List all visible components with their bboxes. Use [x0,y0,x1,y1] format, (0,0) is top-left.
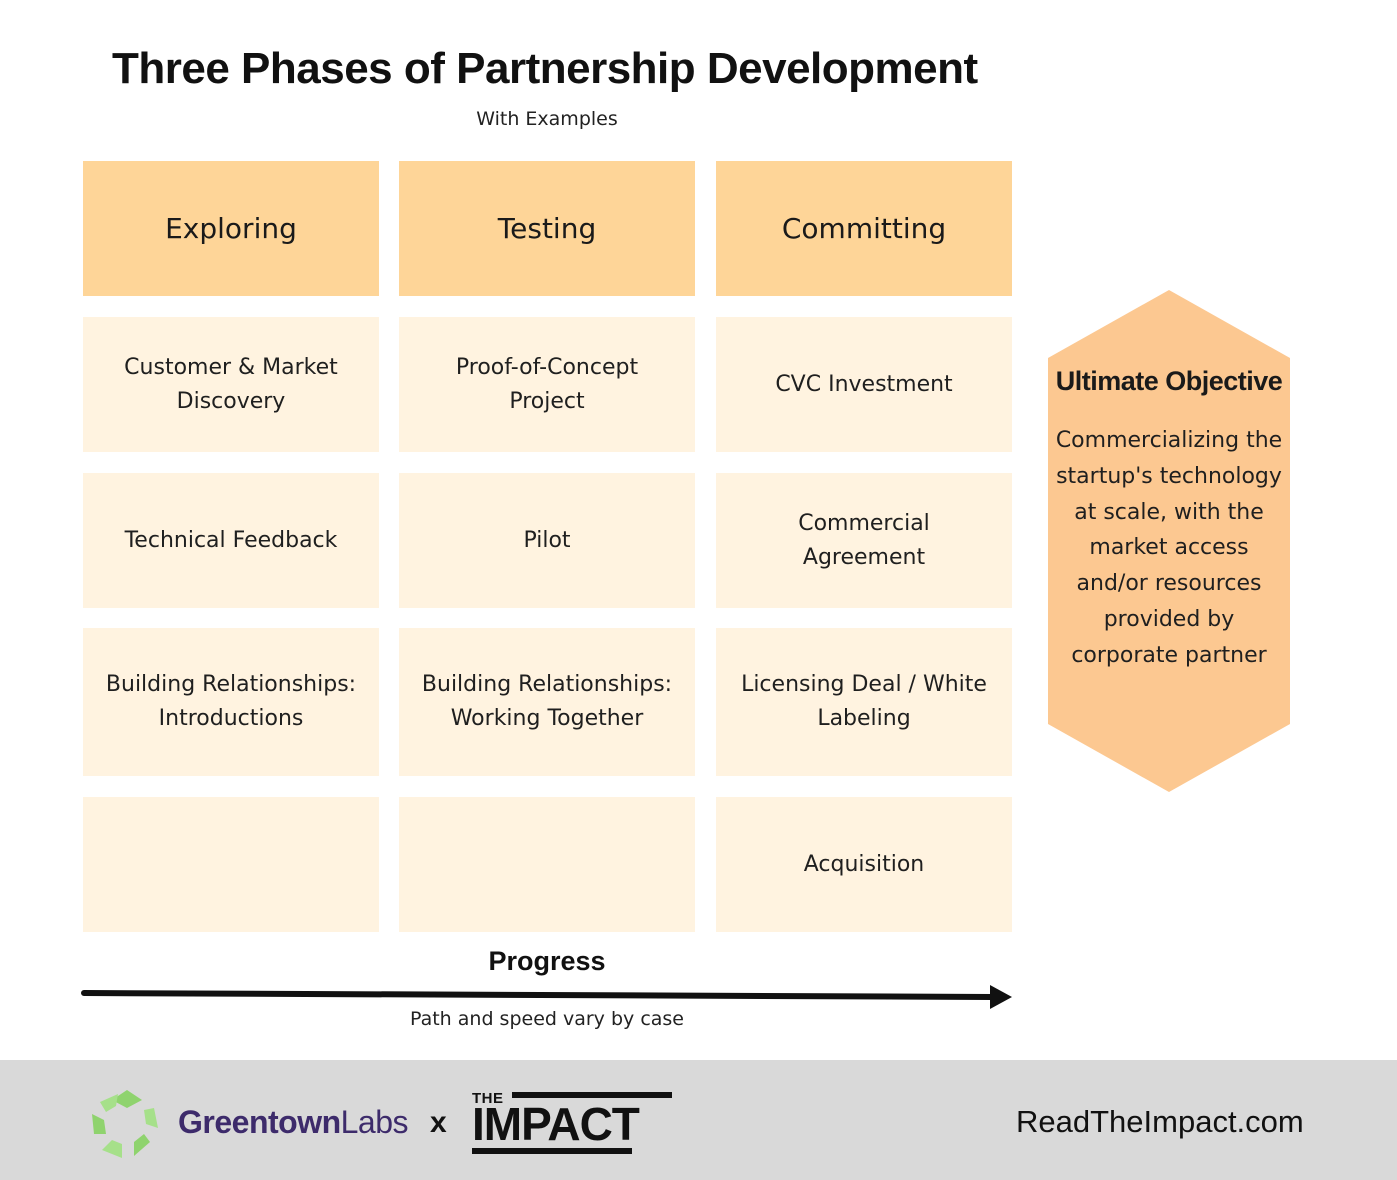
example-cell-empty [83,797,379,932]
greentown-bold-text: Greentown [178,1104,341,1140]
greentown-logo-icon [92,1090,158,1158]
example-cell: Technical Feedback [83,473,379,608]
phase-header-testing: Testing [399,161,695,296]
phase-header-committing: Committing [716,161,1012,296]
example-cell: Commercial Agreement [716,473,1012,608]
impact-bottom-bar [472,1148,632,1154]
impact-the-text: THE [472,1090,504,1107]
phase-header-exploring: Exploring [83,161,379,296]
example-cell: CVC Investment [716,317,1012,452]
example-cell: Building Relationships: Working Together [399,628,695,776]
progress-note: Path and speed vary by case [409,1008,684,1030]
example-cell: Building Relationships: Introductions [83,628,379,776]
the-impact-logo: THE IMPACT [472,1090,674,1156]
hexagon-shape [1048,290,1290,792]
objective-title: Ultimate Objective [1055,366,1283,396]
footer-bar: GreentownLabs x THE IMPACT ReadTheImpact… [0,1060,1397,1180]
example-cell-empty [399,797,695,932]
progress-arrow [81,985,1012,1009]
diagram-subtitle: With Examples [476,108,618,130]
example-cell: Customer & Market Discovery [83,317,379,452]
example-cell: Pilot [399,473,695,608]
website-link[interactable]: ReadTheImpact.com [1016,1104,1304,1139]
partnership-x: x [430,1106,447,1139]
greentown-light-text: Labs [340,1104,409,1140]
impact-word-text: IMPACT [472,1098,640,1150]
diagram-title: Three Phases of Partnership Development [112,44,978,93]
example-cell: Licensing Deal / White Labeling [716,628,1012,776]
progress-label: Progress [488,946,606,976]
objective-text: Commercializing the startup's technology… [1055,428,1283,668]
greentown-labs-wordmark: GreentownLabs [178,1104,409,1141]
example-cell: Acquisition [716,797,1012,932]
objective-hexagon [1048,290,1290,792]
example-cell: Proof-of-Concept Project [399,317,695,452]
impact-top-bar [512,1092,672,1098]
